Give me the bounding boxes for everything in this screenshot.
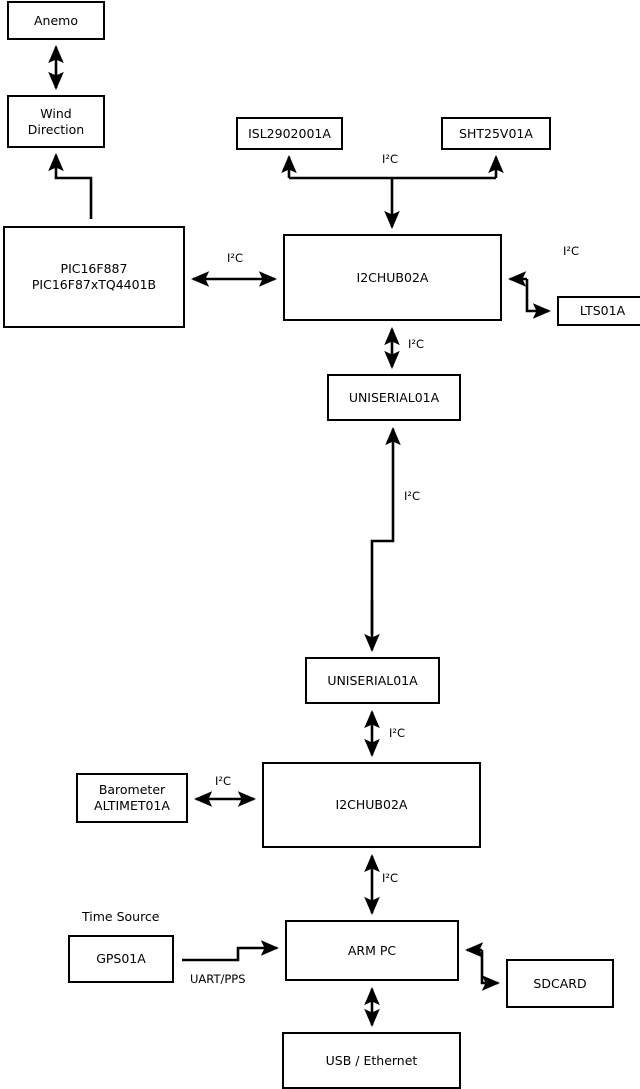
connector-uniserialtop-uniserialbot-up — [370, 426, 401, 634]
edge-label-i2c-lts: I²C — [563, 244, 580, 258]
node-anemo[interactable]: Anemo — [7, 1, 105, 40]
node-i2chub02a-bottom-label: I2CHUB02A — [335, 797, 408, 812]
connector-armpc-sdcard-out — [480, 950, 501, 991]
node-barometer-altimet01a[interactable]: Barometer ALTIMET01A — [76, 773, 188, 823]
edge-label-i2c-barometer: I²C — [215, 774, 232, 788]
connector-pic-wind — [48, 152, 93, 219]
node-uniserial01a-top-label: UNISERIAL01A — [348, 389, 440, 405]
node-arm-pc-label: ARM PC — [347, 942, 397, 958]
connector-gps-armpc — [182, 940, 280, 962]
edge-label-i2c-uniserial-link: I²C — [404, 489, 421, 503]
node-lts01a-label: LTS01A — [579, 303, 626, 318]
node-uniserial01a-bottom[interactable]: UNISERIAL01A — [305, 657, 440, 704]
node-arm-pc[interactable]: ARM PC — [285, 920, 459, 981]
node-sdcard[interactable]: SDCARD — [506, 959, 614, 1008]
edge-label-uart-pps: UART/PPS — [190, 972, 246, 986]
node-pic-microcontroller[interactable]: PIC16F887 PIC16F87xTQ4401B — [3, 226, 185, 328]
node-i2chub02a-top[interactable]: I2CHUB02A — [283, 234, 502, 321]
connector-hubtop-lts-out — [525, 279, 552, 319]
node-i2chub02a-top-label: I2CHUB02A — [356, 269, 429, 285]
node-uniserial01a-bottom-label: UNISERIAL01A — [327, 672, 418, 688]
node-sht25v01a[interactable]: SHT25V01A — [441, 117, 551, 150]
node-isl2902001a-label: ISL2902001A — [248, 125, 331, 141]
node-i2chub02a-bottom[interactable]: I2CHUB02A — [262, 762, 481, 848]
node-sdcard-label: SDCARD — [533, 975, 587, 991]
label-time-source: Time Source — [82, 909, 160, 924]
edge-label-i2c-uniserial-hub2: I²C — [389, 726, 406, 740]
node-gps01a-label: GPS01A — [96, 951, 146, 966]
node-barometer-altimet01a-label: Barometer ALTIMET01A — [94, 782, 170, 813]
edge-label-i2c-hub-uniserial: I²C — [408, 337, 425, 351]
node-uniserial01a-top[interactable]: UNISERIAL01A — [327, 374, 461, 421]
node-wind-direction[interactable]: Wind Direction — [7, 95, 105, 148]
node-pic-microcontroller-label: PIC16F887 PIC16F87xTQ4401B — [31, 261, 157, 292]
node-isl2902001a[interactable]: ISL2902001A — [236, 117, 343, 150]
node-sht25v01a-label: SHT25V01A — [459, 125, 533, 141]
node-usb-ethernet-label: USB / Ethernet — [325, 1052, 418, 1068]
edge-label-i2c-sensor-bus: I²C — [382, 152, 399, 166]
node-wind-direction-label: Wind Direction — [27, 105, 85, 137]
node-gps01a[interactable]: GPS01A — [68, 935, 174, 983]
node-lts01a[interactable]: LTS01A — [557, 296, 640, 326]
node-anemo-label: Anemo — [34, 12, 78, 28]
edge-label-i2c-pic-hub: I²C — [227, 251, 244, 265]
node-usb-ethernet[interactable]: USB / Ethernet — [282, 1032, 461, 1089]
edge-label-i2c-hub-armpc: I²C — [382, 871, 399, 885]
